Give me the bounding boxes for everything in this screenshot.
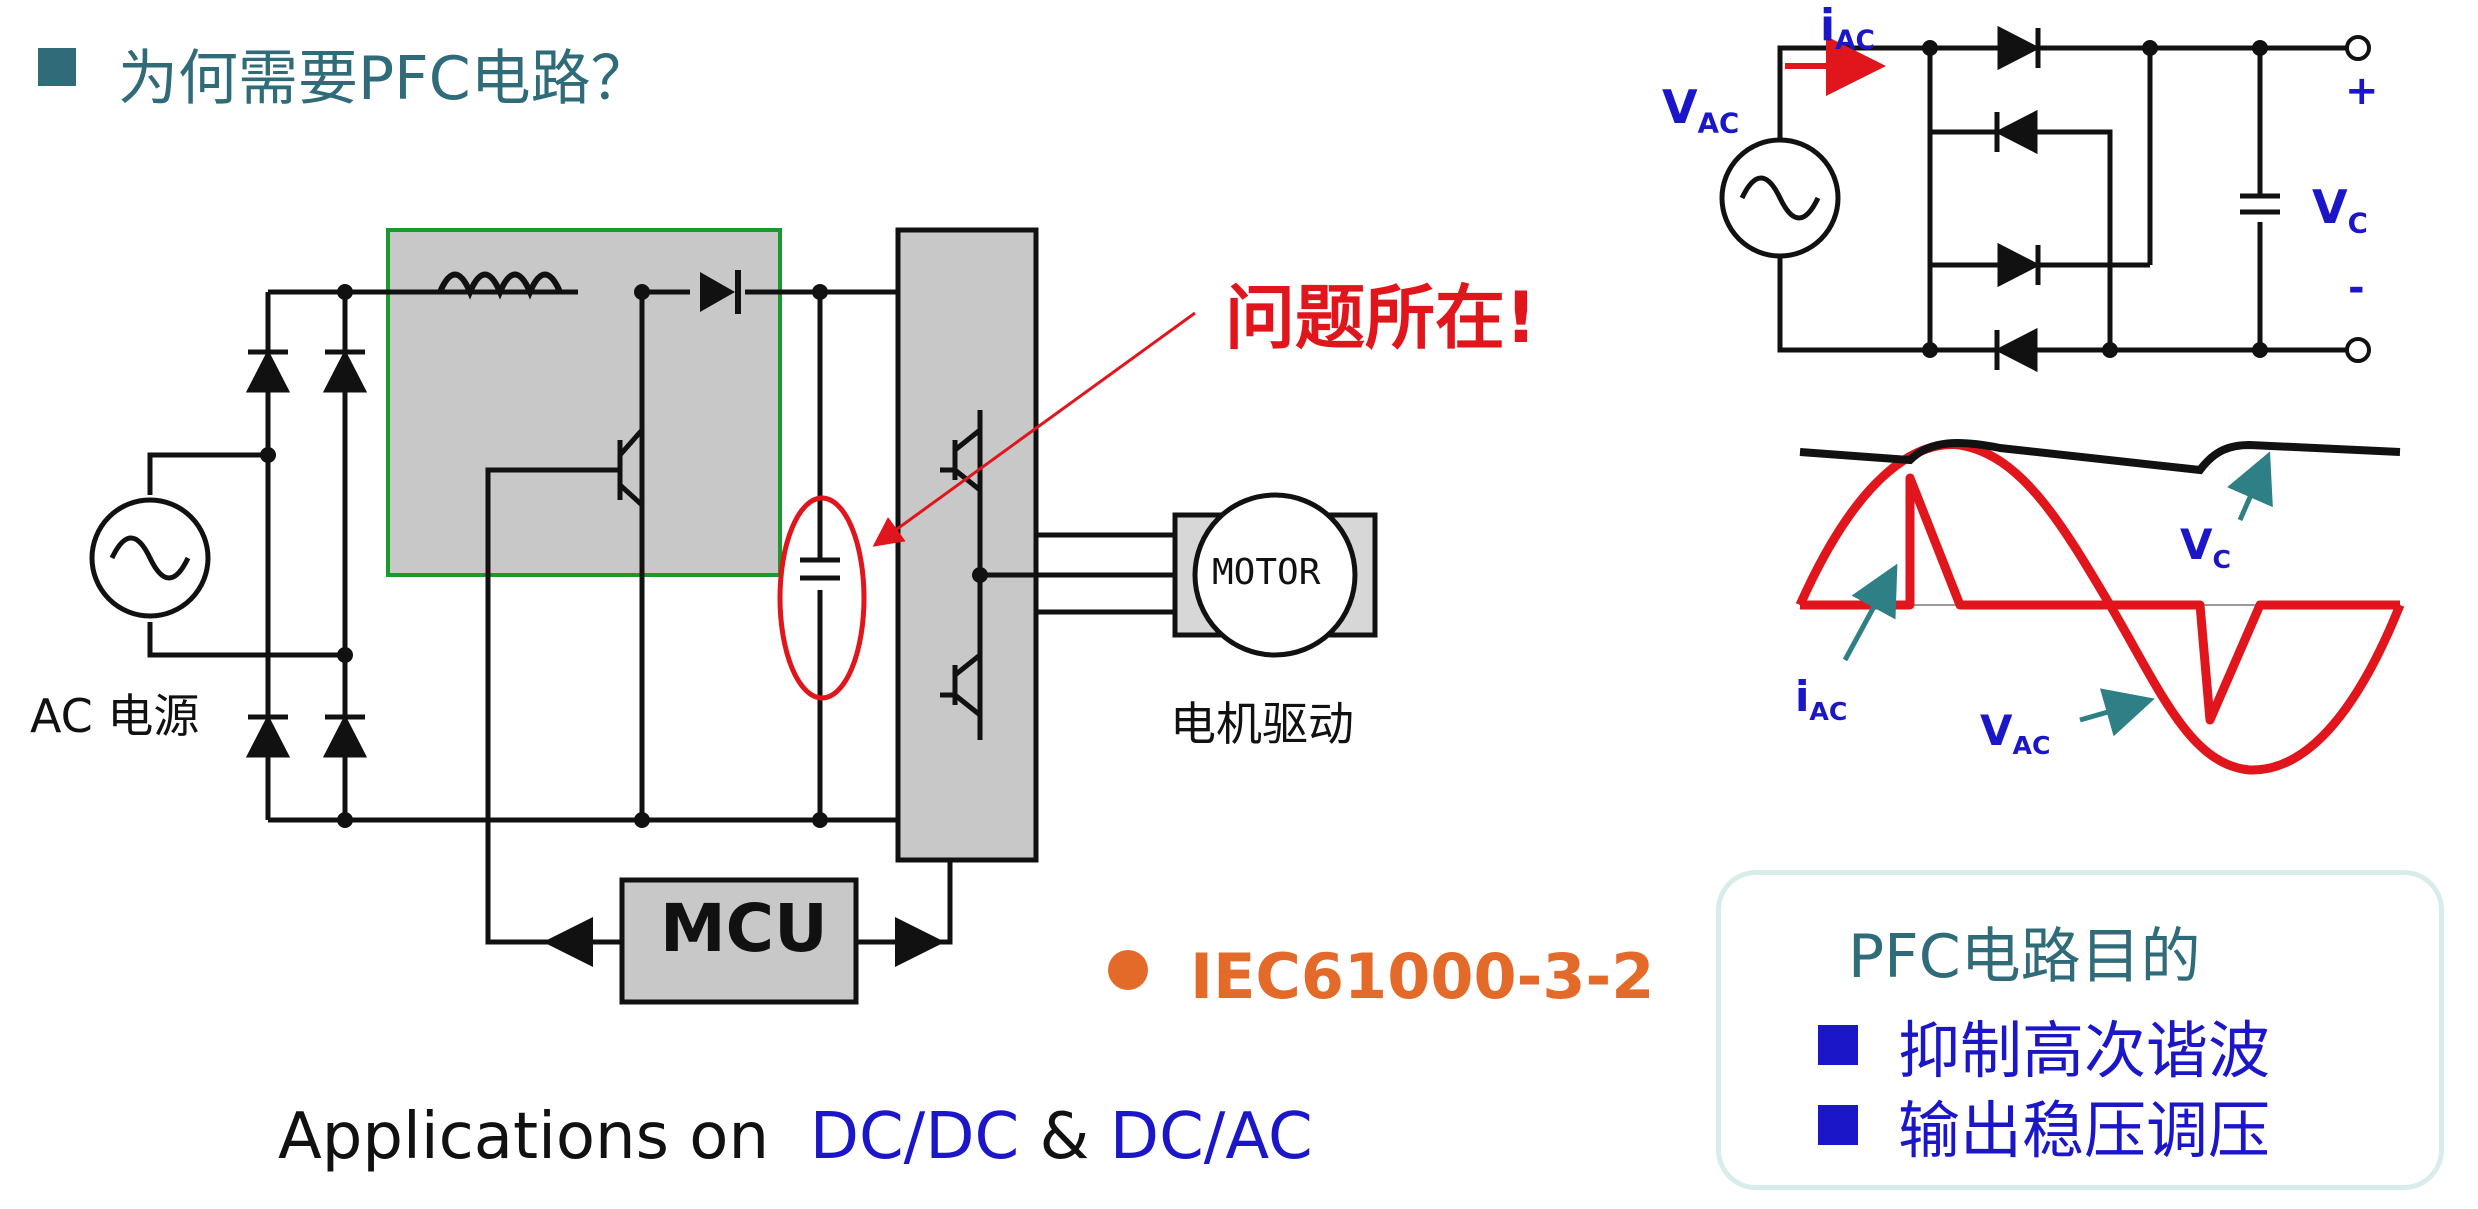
main-circuit <box>147 227 1175 1005</box>
inverter-igbts <box>940 428 982 717</box>
rectifier-dots <box>1922 40 2268 358</box>
output-plus-label: + <box>2345 68 2379 114</box>
motor-icon <box>1172 492 1378 658</box>
output-terminals <box>2345 35 2371 363</box>
inverter-block <box>895 227 1039 863</box>
problem-label: 问题所在! <box>1225 277 1537 359</box>
waveform-iac-label: iAC <box>1795 672 1848 726</box>
pfc-goal-bullet-1 <box>1818 1025 1858 1065</box>
pfc-goal-panel <box>1716 870 2444 1190</box>
applications-prefix: Applications on <box>278 1100 769 1174</box>
waveform-vc-label: VC <box>2180 520 2232 574</box>
rectifier-ac-source-icon <box>1719 137 1841 259</box>
pfc-goal-bullet-2 <box>1818 1105 1858 1145</box>
rectifier-vac-label: VAC <box>1662 80 1740 140</box>
rectifier-circuit <box>1777 45 2358 353</box>
inductor <box>437 271 563 300</box>
problem-highlight <box>777 495 867 701</box>
waveform-plot <box>1795 439 2405 775</box>
boost-transistor <box>617 428 644 507</box>
standard-bullet <box>1108 950 1148 990</box>
mcu-label: MCU <box>660 890 828 967</box>
pfc-goal-item-1: 抑制高次谐波 <box>1898 1014 2271 1087</box>
rectifier-diodes <box>1994 25 2041 373</box>
title-bullet <box>38 48 76 86</box>
rectifier-iac-label: iAC <box>1820 0 1875 57</box>
motor-label: MOTOR <box>1212 552 1321 593</box>
page-title: 为何需要PFC电路？ <box>118 44 651 114</box>
boost-diode <box>700 270 741 314</box>
pfc-goal-heading: PFC电路目的 <box>1848 922 2201 992</box>
ac-source-label: AC 电源 <box>30 689 200 743</box>
output-minus-label: - <box>2348 265 2365 311</box>
bus-capacitor <box>800 557 840 581</box>
ac-source-icon <box>89 497 211 619</box>
applications-line: Applications on DC/DC & DC/AC <box>278 1100 1313 1174</box>
waveform-vac-label: VAC <box>1980 706 2051 760</box>
mcu-block <box>619 877 859 1005</box>
motor-caption: 电机驱动 <box>1170 697 1354 751</box>
standard-label: IEC61000-3-2 <box>1190 940 1655 1013</box>
bridge-diodes <box>245 349 368 758</box>
pfc-goal-item-2: 输出稳压调压 <box>1898 1094 2271 1167</box>
applications-amp: & <box>1039 1100 1090 1174</box>
applications-dcdc: DC/DC <box>809 1100 1020 1174</box>
problem-pointer <box>872 311 1196 547</box>
junction-dots <box>260 284 988 828</box>
applications-dcac: DC/AC <box>1109 1100 1313 1174</box>
rectifier-vc-label: VC <box>2312 180 2368 240</box>
